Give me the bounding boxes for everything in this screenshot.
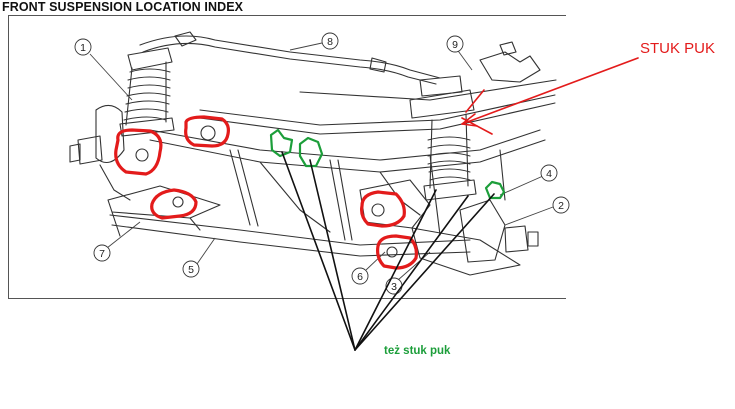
red-marker-right-lower-bushing xyxy=(360,190,406,228)
callout-4: 4 xyxy=(540,164,558,182)
green-marker-center-mount xyxy=(298,136,324,168)
callout-6: 6 xyxy=(351,267,369,285)
callout-1-label: 1 xyxy=(80,42,86,54)
red-marker-right-arm-bushing xyxy=(376,234,418,270)
red-marker-upper-bushing xyxy=(184,115,230,148)
callout-3-label: 3 xyxy=(391,281,397,293)
callout-7-label: 7 xyxy=(99,248,105,260)
callout-3: 3 xyxy=(385,277,403,295)
callout-9: 9 xyxy=(446,35,464,53)
callout-7: 7 xyxy=(93,244,111,262)
callout-5: 5 xyxy=(182,260,200,278)
red-arrow xyxy=(461,57,639,135)
callout-4-label: 4 xyxy=(546,168,552,180)
callout-8-label: 8 xyxy=(327,36,333,48)
red-marker-lower-arm-bushing xyxy=(150,188,198,220)
suspension-drawing xyxy=(69,31,557,276)
callout-1: 1 xyxy=(74,38,92,56)
callout-leaders xyxy=(89,42,554,281)
green-marker-right-mount xyxy=(484,180,506,200)
callout-5-label: 5 xyxy=(188,264,194,276)
red-marker-left-knuckle xyxy=(114,128,163,176)
diagram-frame xyxy=(8,15,566,299)
green-marker-left-mount xyxy=(269,128,294,158)
stuk-puk-label: STUK PUK xyxy=(640,40,716,57)
callout-2: 2 xyxy=(552,196,570,214)
callout-6-label: 6 xyxy=(357,271,363,283)
callout-9-label: 9 xyxy=(452,39,458,51)
red-markers xyxy=(114,115,418,270)
callout-8: 8 xyxy=(321,32,339,50)
tez-stuk-puk-label: też stuk puk xyxy=(384,345,451,357)
green-label-pointers xyxy=(281,151,495,351)
callout-numbers: 1 2 3 4 5 6 7 8 xyxy=(74,32,570,295)
callout-2-label: 2 xyxy=(558,200,564,212)
page-title: FRONT SUSPENSION LOCATION INDEX xyxy=(2,0,244,14)
